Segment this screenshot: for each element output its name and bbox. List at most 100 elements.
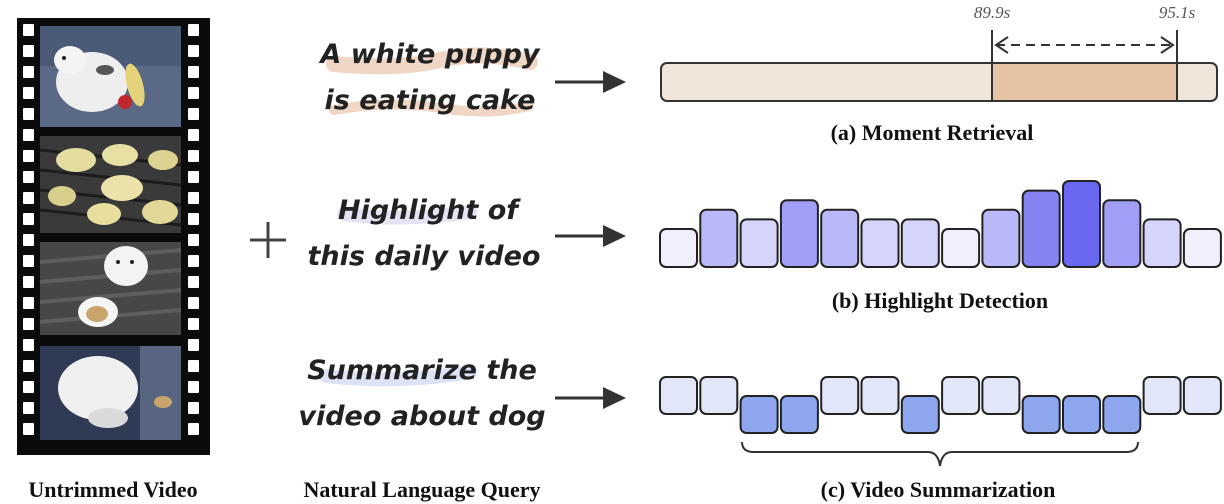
- video-frame-2: [39, 136, 182, 233]
- film-strip: [17, 18, 210, 455]
- sprocket-hole-left: [23, 108, 34, 120]
- arrow-right-icon-1: [555, 71, 626, 93]
- sprocket-hole-left: [23, 45, 34, 57]
- sprocket-hole-right: [188, 108, 199, 120]
- sprocket-hole-left: [23, 171, 34, 183]
- query-1-highlight-stroke-2: [329, 99, 533, 117]
- query-2-line-2: this daily video: [308, 241, 541, 272]
- plus-icon: [250, 222, 286, 258]
- unselected-clip-13: [1142, 376, 1182, 415]
- sprocket-hole-right: [188, 45, 199, 57]
- moment-retrieval-caption: (a) Moment Retrieval: [831, 120, 1034, 145]
- sprocket-hole-left: [23, 150, 34, 162]
- unselected-clip-2: [699, 376, 739, 415]
- highlight-score-bar-1: [659, 228, 698, 268]
- sprocket-hole-left: [23, 192, 34, 204]
- arrow-right-icon-2: [555, 225, 626, 247]
- video-frame-1: [40, 26, 181, 127]
- sprocket-hole-right: [188, 234, 199, 246]
- moment-retrieval-panel: 89.9s 95.1s (a) Moment Retrieval: [660, 3, 1218, 145]
- sprocket-hole-left: [23, 402, 34, 414]
- query-3-line-1: Summarize the: [307, 355, 537, 386]
- highlight-score-bar-12: [1102, 199, 1142, 268]
- sprocket-hole-left: [23, 234, 34, 246]
- highlight-score-bar-4: [779, 199, 819, 268]
- highlight-score-bar-8: [941, 228, 981, 268]
- unselected-clip-14: [1182, 376, 1222, 415]
- video-summarization-caption: (c) Video Summarization: [821, 477, 1056, 502]
- sprocket-hole-left: [23, 339, 34, 351]
- query-1-line-1: A white puppy: [318, 39, 541, 70]
- highlight-detection-bars: [659, 180, 1222, 269]
- sprocket-hole-left: [23, 255, 34, 267]
- selected-clip-11: [1062, 395, 1101, 434]
- sprocket-hole-left: [23, 213, 34, 225]
- highlight-score-bar-2: [699, 208, 739, 269]
- untrimmed-video-caption: Untrimmed Video: [28, 477, 197, 502]
- query-2-line-1: Highlight of: [338, 195, 521, 226]
- highlight-score-bar-7: [900, 218, 940, 268]
- span-left-arrowhead: [994, 36, 1009, 54]
- query-3: Summarize the video about dog: [298, 355, 545, 432]
- sprocket-hole-right: [188, 402, 199, 414]
- highlight-detection-caption: (b) Highlight Detection: [832, 288, 1048, 313]
- query-1-line-2: is eating cake: [325, 85, 536, 116]
- highlight-score-bar-10: [1021, 189, 1061, 269]
- selected-clip-7: [900, 395, 940, 434]
- sprocket-hole-right: [188, 255, 199, 267]
- sprocket-hole-left: [23, 276, 34, 288]
- sprocket-hole-left: [23, 381, 34, 393]
- unselected-clip-5: [820, 376, 860, 415]
- highlight-score-bar-14: [1182, 228, 1222, 268]
- span-right-arrowhead: [1160, 36, 1175, 54]
- moment-end-label: 95.1s: [1159, 3, 1196, 22]
- sprocket-hole-right: [188, 381, 199, 393]
- sprocket-hole-left: [23, 87, 34, 99]
- highlight-score-bar-13: [1142, 218, 1182, 268]
- video-frame-3: [39, 242, 182, 335]
- highlight-score-bar-11: [1062, 180, 1101, 268]
- highlight-score-bar-9: [981, 208, 1021, 269]
- arrow-right-icon-3: [555, 387, 626, 409]
- query-2: Highlight of this daily video: [308, 195, 541, 272]
- sprocket-hole-right: [188, 171, 199, 183]
- moment-start-label: 89.9s: [974, 3, 1011, 22]
- unselected-clip-6: [860, 376, 900, 415]
- selected-clip-12: [1102, 395, 1142, 434]
- query-3-highlight-stroke: [319, 365, 477, 387]
- unselected-clip-1: [659, 376, 698, 415]
- sprocket-hole-right: [188, 360, 199, 372]
- sprocket-hole-left: [23, 24, 34, 36]
- query-3-line-2: video about dog: [298, 401, 545, 432]
- query-2-highlight-stroke: [337, 205, 477, 225]
- unselected-clip-8: [941, 376, 981, 415]
- sprocket-hole-left: [23, 129, 34, 141]
- sprocket-hole-right: [188, 339, 199, 351]
- sprocket-hole-left: [23, 318, 34, 330]
- highlight-score-bar-5: [820, 208, 860, 269]
- highlight-score-bar-6: [860, 218, 900, 268]
- selected-clip-10: [1021, 395, 1061, 434]
- query-1: A white puppy is eating cake: [318, 39, 541, 117]
- sprocket-hole-right: [188, 87, 199, 99]
- video-summarization-clips: [659, 376, 1222, 434]
- sprocket-hole-right: [188, 297, 199, 309]
- sprocket-hole-right: [188, 276, 199, 288]
- video-frame-4: [40, 346, 181, 440]
- sprocket-hole-right: [188, 129, 199, 141]
- sprocket-hole-left: [23, 423, 34, 435]
- film-sprockets: [23, 24, 199, 435]
- selected-clip-3: [739, 395, 779, 434]
- sprocket-hole-left: [23, 360, 34, 372]
- sprocket-hole-left: [23, 297, 34, 309]
- sprocket-hole-right: [188, 213, 199, 225]
- sprocket-hole-right: [188, 192, 199, 204]
- sprocket-hole-right: [188, 318, 199, 330]
- retrieved-moment-segment: [991, 62, 1178, 102]
- highlight-score-bar-3: [739, 218, 779, 268]
- sprocket-hole-left: [23, 66, 34, 78]
- sprocket-hole-right: [188, 423, 199, 435]
- selected-clip-4: [779, 395, 819, 434]
- sprocket-hole-right: [188, 66, 199, 78]
